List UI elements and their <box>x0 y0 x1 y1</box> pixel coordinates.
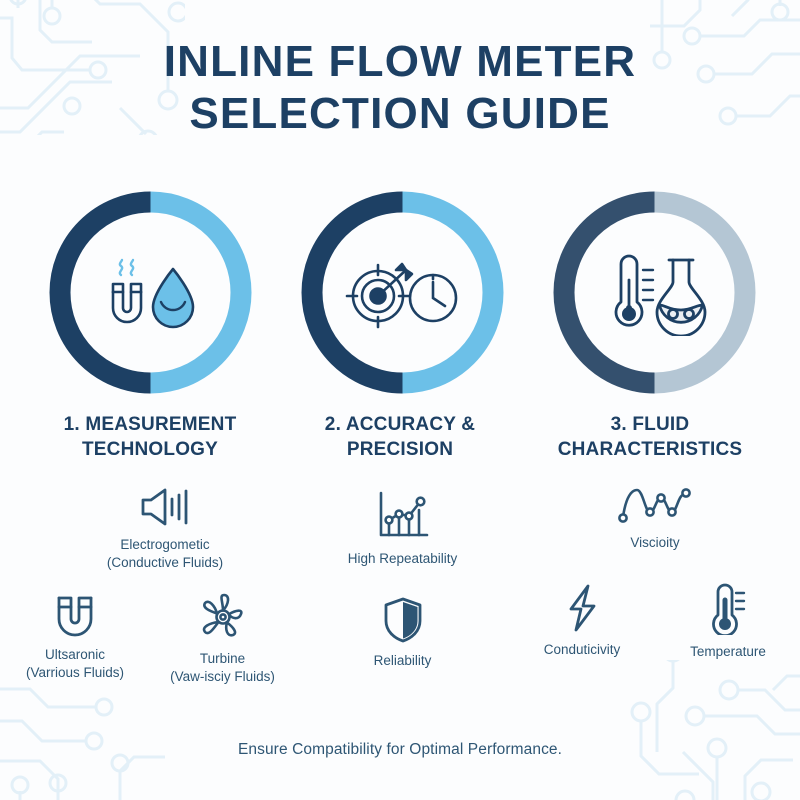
item-turbine[interactable]: Turbine (Vaw-isciy Fluids) <box>150 592 295 686</box>
item-high-repeatability[interactable]: High Repeatability <box>305 490 500 568</box>
item-reliability[interactable]: Reliability <box>340 596 465 670</box>
ring-1 <box>48 190 253 395</box>
headings-row: 1. MEASUREMENT TECHNOLOGY 2. ACCURACY & … <box>0 412 800 472</box>
item-temperature[interactable]: Temperature <box>663 583 793 661</box>
item-conduticivity[interactable]: Conduticivity <box>518 583 646 659</box>
lightning-bolt-icon <box>518 583 646 633</box>
magnet-droplet-icon-group <box>111 258 195 328</box>
item-label: Temperature <box>690 644 766 659</box>
circles-row <box>0 190 800 405</box>
ring-2 <box>300 190 505 395</box>
item-viscioity[interactable]: Viscioity <box>590 484 720 552</box>
circuit-decoration-bottom-left <box>0 687 165 800</box>
title-line-2: SELECTION GUIDE <box>189 89 611 138</box>
speaker-soundwave-icon <box>65 486 265 528</box>
item-label: Ultsaronic (Varrious Fluids) <box>25 647 125 680</box>
item-label: Reliability <box>373 653 432 668</box>
item-label: High Repeatability <box>347 551 458 566</box>
section-heading-2: 2. ACCURACY & PRECISION <box>324 414 476 460</box>
item-label: Electrogometic (Conductive Fluids) <box>106 537 224 570</box>
item-label: Turbine (Vaw-isciy Fluids) <box>170 651 275 684</box>
section-heading-3: 3. FLUID CHARACTERISTICS <box>557 414 743 460</box>
bar-line-chart-icon <box>305 490 500 542</box>
thermometer-flask-icon-group <box>614 254 707 336</box>
title-line-1: INLINE FLOW METER <box>163 37 637 86</box>
section-heading-1: 1. MEASUREMENT TECHNOLOGY <box>63 414 237 460</box>
target-clock-icon-group <box>345 262 458 328</box>
page-title: INLINE FLOW METER SELECTION GUIDE <box>0 36 800 140</box>
turbine-fan-icon <box>150 592 295 642</box>
item-ultsaronic[interactable]: Ultsaronic (Varrious Fluids) <box>5 592 145 682</box>
shield-icon <box>340 596 465 644</box>
wave-line-icon <box>590 484 720 526</box>
item-electrogometic[interactable]: Electrogometic (Conductive Fluids) <box>65 486 265 572</box>
section-circle-3[interactable] <box>549 190 759 405</box>
footer-note: Ensure Compatibility for Optimal Perform… <box>237 741 563 758</box>
section-circle-1[interactable] <box>45 190 255 405</box>
circuit-decoration-bottom-right <box>630 660 800 800</box>
ring-3 <box>552 190 757 395</box>
item-label: Conduticivity <box>543 642 621 657</box>
thermometer-icon <box>663 583 793 637</box>
item-label: Viscioity <box>630 535 680 550</box>
section-circle-2[interactable] <box>297 190 507 405</box>
magnet-icon <box>5 592 145 638</box>
